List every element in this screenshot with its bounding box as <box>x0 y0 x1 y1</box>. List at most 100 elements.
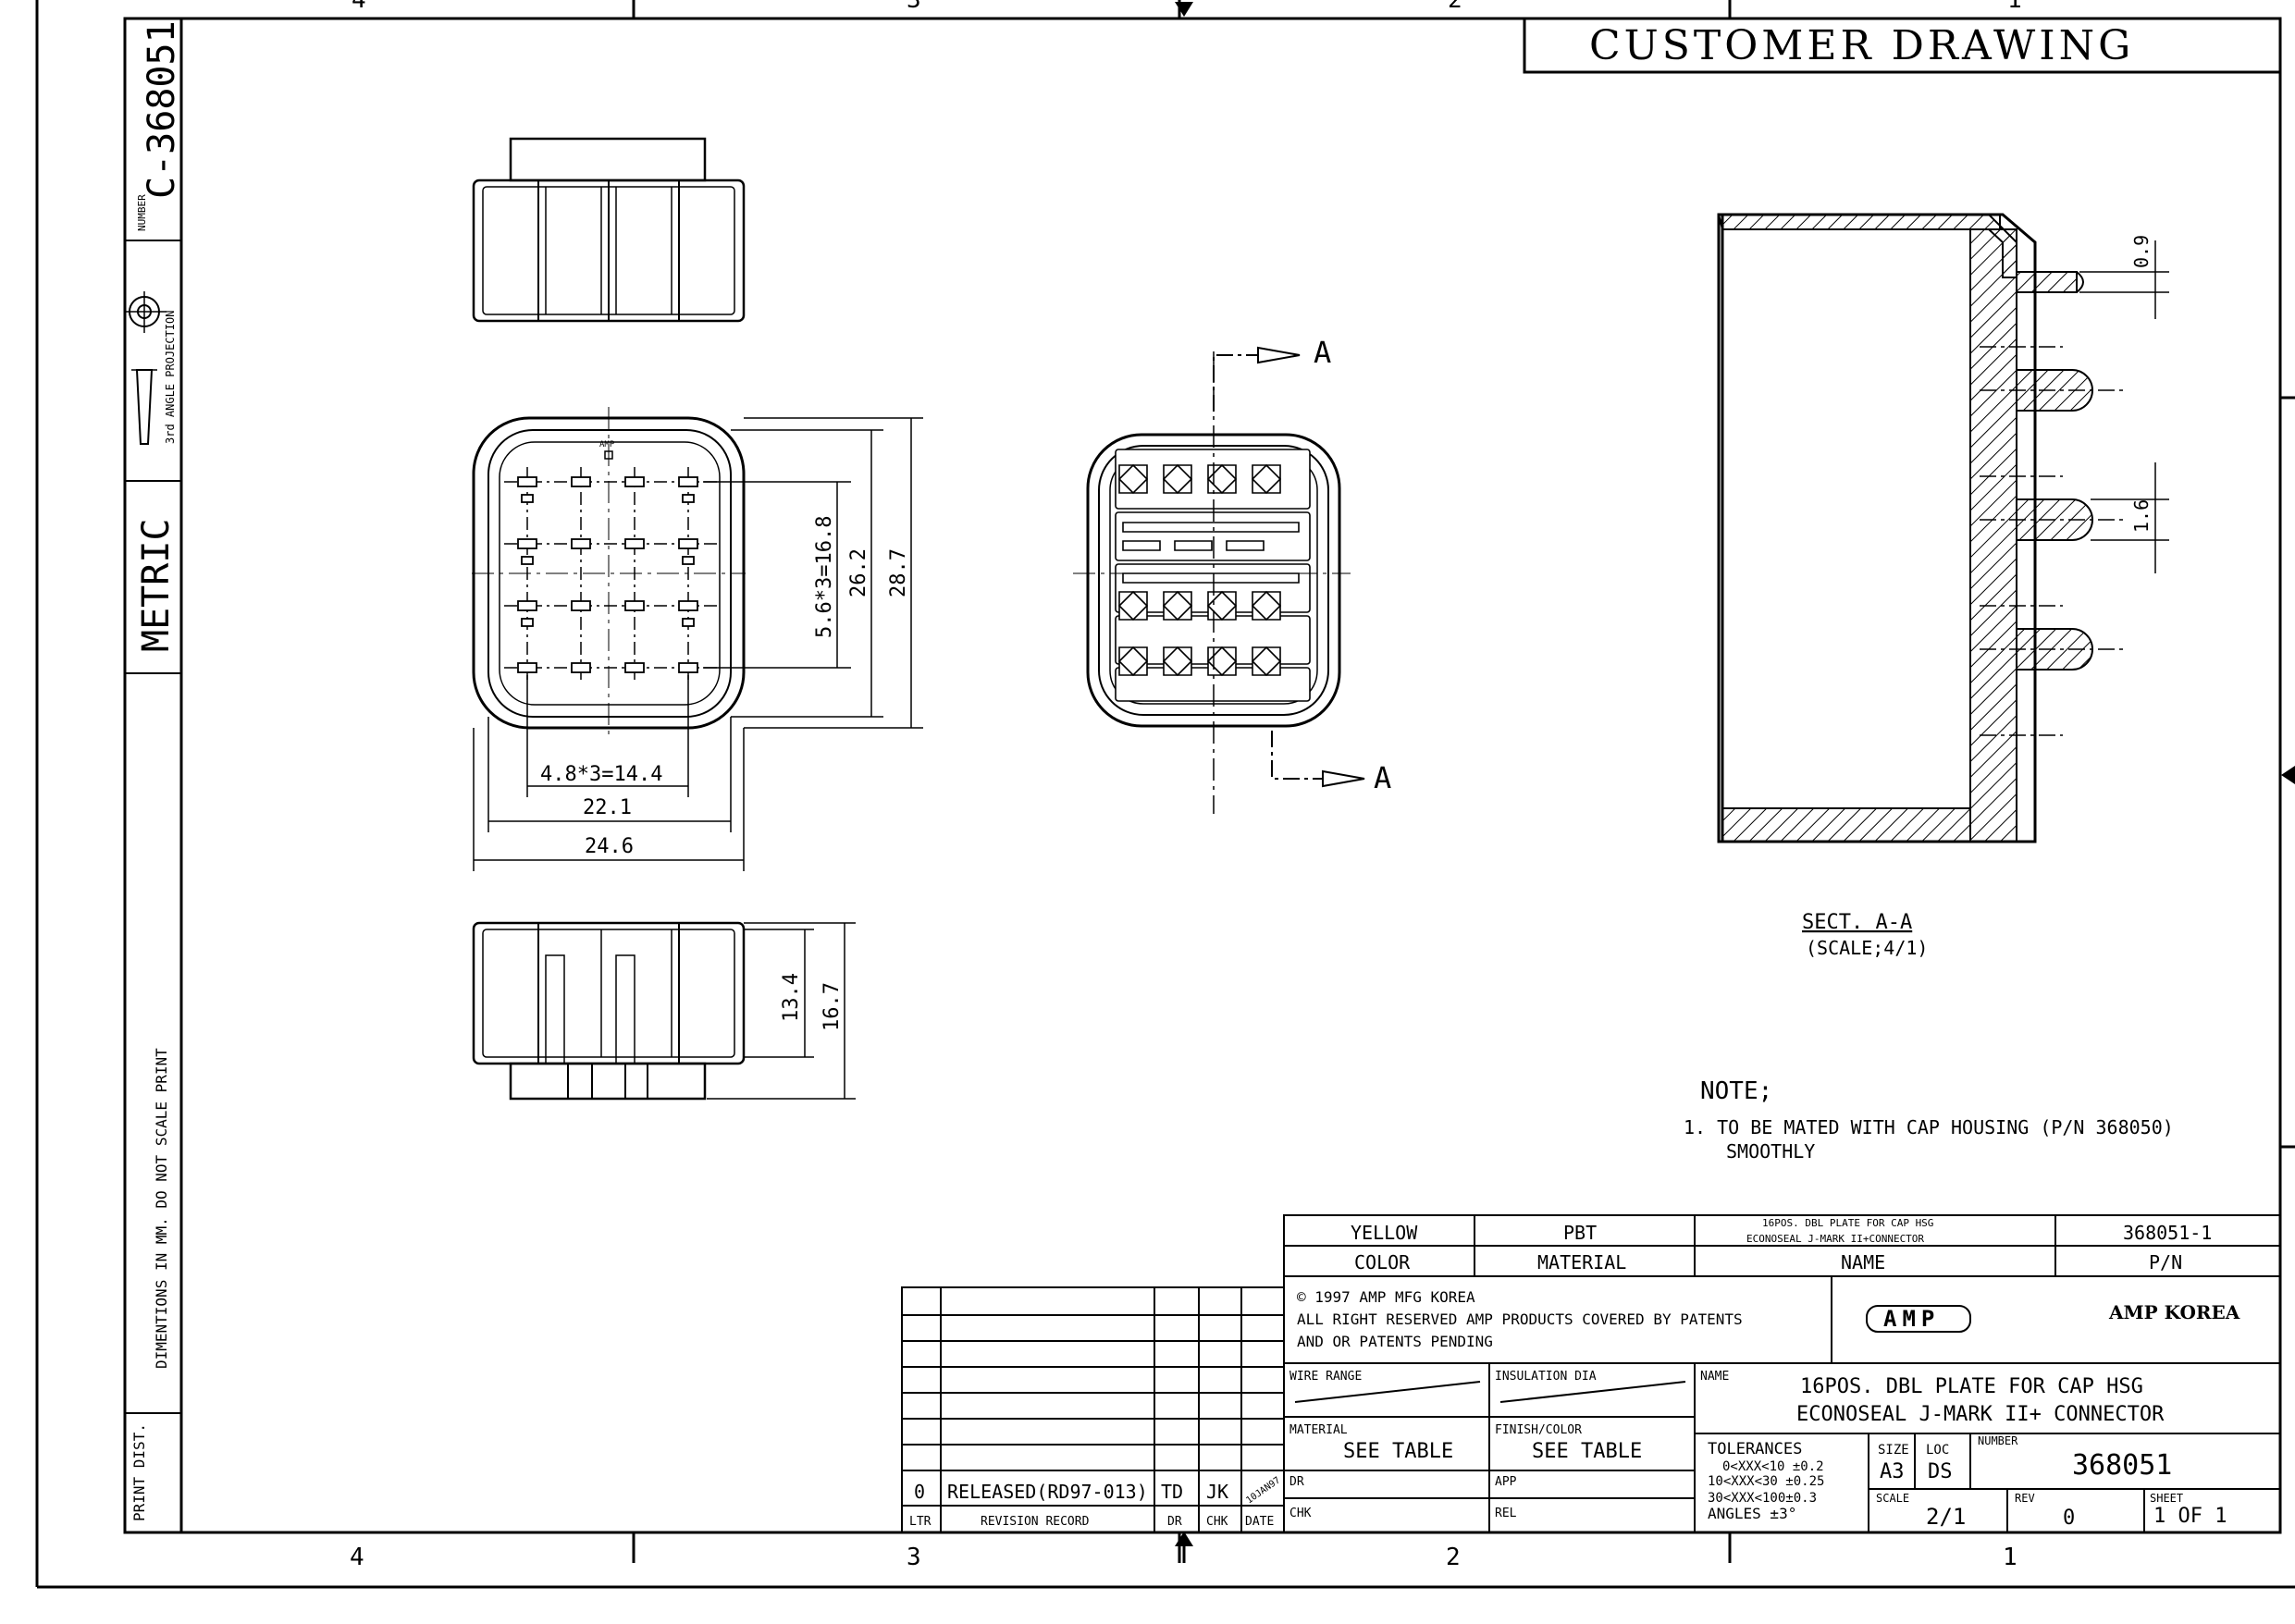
rev-record: RELEASED(RD97-013) <box>947 1481 1148 1503</box>
print-dist-label: PRINT DIST. <box>130 1423 148 1521</box>
drawing-number-vertical: C-368051 <box>141 20 183 199</box>
drawing-title: CUSTOMER DRAWING <box>1589 22 2134 69</box>
company-name: AMP KOREA <box>2108 1301 2240 1323</box>
scale-label: SCALE <box>1876 1492 1909 1505</box>
number-label-tb: NUMBER <box>1978 1434 2018 1447</box>
copyright-line-1: © 1997 AMP MFG KOREA <box>1297 1288 1475 1306</box>
dim-side-16-7: 16.7 <box>821 982 844 1031</box>
rev-hdr-date: DATE <box>1245 1515 1274 1529</box>
app-label: APP <box>1495 1475 1517 1489</box>
loc-label: LOC <box>1926 1443 1949 1458</box>
dimensions-note: DIMENTIONS IN MM. DO NOT SCALE PRINT <box>153 1048 170 1369</box>
zone-top-1: 4 <box>352 0 366 14</box>
loc-value: DS <box>1928 1460 1953 1483</box>
rear-view: A A <box>1073 335 1391 814</box>
dr-label: DR <box>1289 1475 1304 1489</box>
material-header: MATERIAL <box>1537 1251 1626 1273</box>
tolerance-2: 10<XXX<30 ±0.25 <box>1708 1474 1824 1489</box>
projection-label: 3rd ANGLE PROJECTION <box>164 311 177 445</box>
rev-hdr-ltr: LTR <box>909 1515 932 1529</box>
amp-logo-text: AMP <box>1883 1306 1940 1332</box>
copyright-line-2: ALL RIGHT RESERVED AMP PRODUCTS COVERED … <box>1297 1310 1743 1328</box>
copyright-line-3: AND OR PATENTS PENDING <box>1297 1333 1493 1350</box>
rev-label: REV <box>2015 1492 2035 1505</box>
notes: NOTE; 1. TO BE MATED WITH CAP HOUSING (P… <box>1684 1077 2174 1163</box>
dim-outer-height: 28.7 <box>887 548 910 597</box>
left-strip: NUMBER C-368051 3rd ANGLE PROJECTION MET… <box>125 20 183 1521</box>
zone-bottom-1: 4 <box>350 1544 364 1571</box>
wire-range-label: WIRE RANGE <box>1289 1370 1362 1384</box>
dim-outer-width: 24.6 <box>585 835 634 858</box>
scale-value: 2/1 <box>1926 1504 1966 1530</box>
zone-top-2: 3 <box>907 0 921 14</box>
amp-logo: AMP <box>1866 1305 1971 1333</box>
zone-bottom-2: 3 <box>907 1544 921 1571</box>
zone-top-3: 2 <box>1448 0 1462 14</box>
front-amp-logo: AMP <box>599 440 615 449</box>
units-label: METRIC <box>135 519 178 653</box>
rev-hdr-dr: DR <box>1167 1515 1182 1529</box>
section-marker-bottom: A <box>1374 760 1391 795</box>
rev-hdr-record: REVISION RECORD <box>981 1515 1090 1529</box>
dim-side-13-4: 13.4 <box>780 973 803 1022</box>
material-label: MATERIAL <box>1289 1423 1348 1437</box>
terminal-cavities <box>1115 449 1311 702</box>
rev-ltr: 0 <box>914 1481 925 1503</box>
section-title: SECT. A-A <box>1802 911 1912 934</box>
tolerance-3: 30<XXX<100±0.3 <box>1708 1491 1817 1506</box>
notes-heading: NOTE; <box>1700 1077 1772 1105</box>
dim-section-0-9: 0.9 <box>2130 235 2153 268</box>
pn-header: P/N <box>2149 1251 2182 1273</box>
name-label: NAME <box>1700 1370 1729 1384</box>
note-1-cont: SMOOTHLY <box>1726 1140 1815 1163</box>
revision-block <box>901 1286 1285 1533</box>
tolerances-label: TOLERANCES <box>1708 1440 1802 1458</box>
dim-pitch-vertical: 5.6*3=16.8 <box>813 516 836 638</box>
zone-top-4: 1 <box>2007 0 2022 14</box>
pin-grid <box>504 467 717 680</box>
dim-inner-height: 26.2 <box>847 548 870 597</box>
material-value: PBT <box>1563 1222 1597 1244</box>
chk-label: CHK <box>1289 1507 1312 1520</box>
finish-label: FINISH/COLOR <box>1495 1423 1582 1437</box>
title-block-header: CUSTOMER DRAWING <box>1523 18 2280 74</box>
color-header: COLOR <box>1354 1251 1411 1273</box>
name-header: NAME <box>1841 1251 1885 1273</box>
rev-hdr-chk: CHK <box>1206 1515 1228 1529</box>
sheet-value: 1 OF 1 <box>2153 1505 2227 1528</box>
sheet-label: SHEET <box>2150 1492 2183 1505</box>
rel-label: REL <box>1495 1507 1517 1520</box>
top-view <box>472 137 746 323</box>
title-block <box>1283 1275 2281 1533</box>
third-angle-projection-icon <box>125 291 167 445</box>
rev-value: 0 <box>2063 1507 2075 1530</box>
section-scale: (SCALE;4/1) <box>1806 937 1928 959</box>
rev-chk: JK <box>1206 1481 1228 1503</box>
name-value-2: ECONOSEAL J-MARK II+CONNECTOR <box>1746 1233 1924 1245</box>
dim-pitch-horizontal: 4.8*3=14.4 <box>540 763 662 786</box>
dim-section-1-6: 1.6 <box>2130 499 2153 533</box>
part-name-2: ECONOSEAL J-MARK II+ CONNECTOR <box>1796 1403 2165 1426</box>
color-value: YELLOW <box>1351 1222 1418 1244</box>
front-view: AMP <box>472 407 923 871</box>
section-view: 0.9 1.6 SECT. A-A (SCALE;4/1) <box>1717 213 2169 959</box>
drawing-number: 368051 <box>2072 1449 2172 1482</box>
number-label: NUMBER <box>136 194 148 231</box>
size-value: A3 <box>1880 1460 1905 1483</box>
insulation-dia-label: INSULATION DIA <box>1495 1370 1597 1384</box>
zone-bottom-3: 2 <box>1446 1544 1461 1571</box>
rev-dr: TD <box>1161 1481 1183 1503</box>
zone-bottom-4: 1 <box>2003 1544 2017 1571</box>
note-1: 1. TO BE MATED WITH CAP HOUSING (P/N 368… <box>1684 1116 2174 1138</box>
zone-labels: 4 3 2 1 4 3 2 1 <box>350 0 2022 1571</box>
side-view: 13.4 16.7 <box>472 921 856 1101</box>
section-marker-top: A <box>1314 335 1331 370</box>
tolerance-4: ANGLES ±3° <box>1708 1505 1796 1522</box>
name-value-1: 16POS. DBL PLATE FOR CAP HSG <box>1762 1217 1933 1229</box>
size-label: SIZE <box>1878 1443 1909 1458</box>
sheet-frame <box>35 0 2295 1589</box>
finish-see-table: SEE TABLE <box>1532 1440 1642 1463</box>
tolerance-1: 0<XXX<10 ±0.2 <box>1722 1459 1824 1474</box>
dim-inner-width: 22.1 <box>583 796 632 819</box>
material-see-table: SEE TABLE <box>1343 1440 1453 1463</box>
